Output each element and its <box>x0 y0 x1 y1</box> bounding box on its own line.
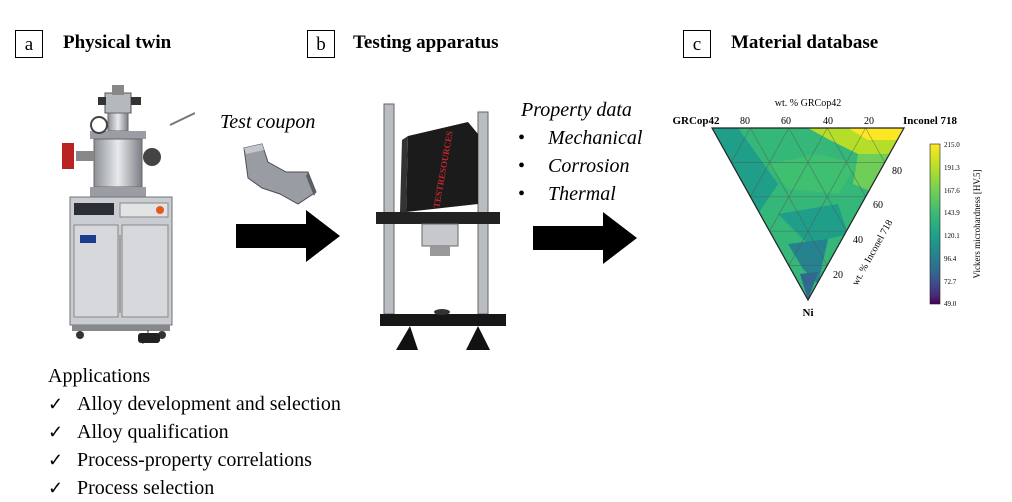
right-tick-40: 40 <box>853 235 863 246</box>
test-coupon-image <box>243 143 317 205</box>
application-label: Process selection <box>77 477 215 499</box>
property-item-mechanical: • Mechanical <box>518 124 642 152</box>
application-label: Alloy qualification <box>77 421 229 443</box>
right-axis-title: wt. % Inconel 718 <box>850 218 895 287</box>
panel-a-title: Physical twin <box>63 32 172 53</box>
application-item: ✓ Alloy qualification <box>48 418 341 446</box>
colorbar-tick: 72.7 <box>944 278 957 286</box>
property-item-thermal: • Thermal <box>518 180 642 208</box>
application-item: ✓ Process selection <box>48 474 341 502</box>
panel-a-letter: a <box>15 30 43 58</box>
colorbar-tick: 120.1 <box>944 232 960 240</box>
checkmark-icon: ✓ <box>48 450 64 470</box>
colorbar-tick: 96.4 <box>944 255 957 263</box>
applications-section: Applications ✓ Alloy development and sel… <box>48 362 341 502</box>
colorbar-tick: 167.6 <box>944 187 960 195</box>
colorbar-label: Vickers microhardness [HV.5] <box>972 169 982 278</box>
checkmark-icon: ✓ <box>48 478 64 498</box>
application-item: ✓ Alloy development and selection <box>48 390 341 418</box>
panel-b-title: Testing apparatus <box>353 32 499 53</box>
application-label: Process-property correlations <box>77 449 312 471</box>
colorbar-ticks: 215.0 191.3 167.6 143.9 120.1 96.4 72.7 … <box>944 141 960 308</box>
physical-twin-machine-illustration <box>62 85 195 344</box>
panel-c-letter: c <box>683 30 711 58</box>
property-item-label: Thermal <box>548 183 616 205</box>
panel-c-title: Material database <box>731 32 879 53</box>
bullet-icon: • <box>518 127 526 149</box>
testing-apparatus-illustration: TESTRESOURCES <box>376 103 506 350</box>
application-label: Alloy development and selection <box>77 393 341 415</box>
right-tick-20: 20 <box>833 270 843 281</box>
property-item-corrosion: • Corrosion <box>518 152 642 180</box>
property-item-label: Corrosion <box>548 155 630 177</box>
checkmark-icon: ✓ <box>48 422 64 442</box>
colorbar-tick: 215.0 <box>944 141 960 149</box>
ternary-hardness-map: wt. % GRCop42 GRCop42 Inconel 718 Ni 80 … <box>672 98 982 319</box>
vertex-bottom-label: Ni <box>803 307 814 319</box>
ternary-outline <box>710 127 906 302</box>
application-item: ✓ Process-property correlations <box>48 446 341 474</box>
applications-heading: Applications <box>48 365 151 387</box>
checkmark-icon: ✓ <box>48 394 64 414</box>
colorbar <box>929 143 941 305</box>
bullet-icon: • <box>518 183 526 205</box>
property-data-list: • Mechanical • Corrosion • Thermal <box>518 124 642 208</box>
colorbar-tick: 49.0 <box>944 300 957 308</box>
right-tick-80: 80 <box>892 166 902 177</box>
panel-b-letter: b <box>307 30 335 58</box>
colorbar-tick: 191.3 <box>944 164 960 172</box>
top-tick-20: 20 <box>864 116 874 127</box>
top-axis-title: wt. % GRCop42 <box>775 98 841 109</box>
ternary-grid <box>730 127 886 266</box>
colorbar-tick: 143.9 <box>944 209 960 217</box>
arrow-to-database-icon <box>533 212 637 264</box>
ternary-contour-fill <box>712 128 904 300</box>
property-data-heading: Property data <box>521 99 632 121</box>
right-tick-60: 60 <box>873 200 883 211</box>
test-coupon-label: Test coupon <box>220 111 316 133</box>
property-item-label: Mechanical <box>548 127 643 149</box>
top-tick-80: 80 <box>740 116 750 127</box>
top-tick-60: 60 <box>781 116 791 127</box>
arrow-to-testing-icon <box>236 210 340 262</box>
bullet-icon: • <box>518 155 526 177</box>
top-tick-40: 40 <box>823 116 833 127</box>
vertex-left-label: GRCop42 <box>672 115 720 127</box>
vertex-right-label: Inconel 718 <box>903 115 958 127</box>
